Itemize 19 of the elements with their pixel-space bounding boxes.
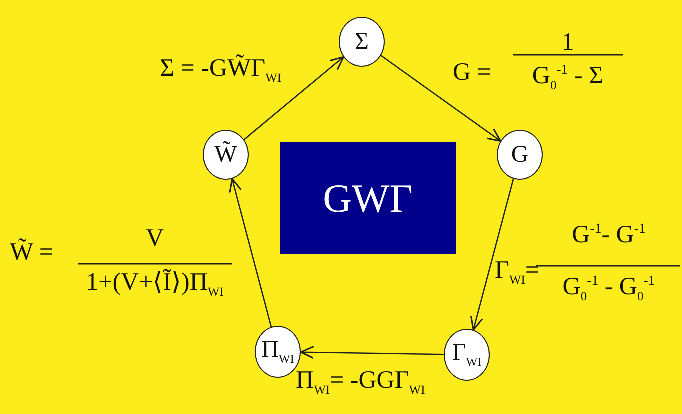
formula: G = (453, 60, 492, 85)
symbol-circle: W̃ (203, 130, 249, 180)
formula: Σ = -GW̃Γ$_{WI}$ (160, 56, 282, 84)
formula: 1 (562, 30, 574, 55)
formula: Γ$_{WI}$= (495, 258, 540, 286)
title-box: GWΓ (280, 142, 456, 254)
symbol-circle: G (497, 130, 543, 180)
formula: G$_{0}$$^{-1}$ - Σ (532, 63, 604, 92)
arrow (244, 56, 344, 140)
formula: G$^{-1}$- G$^{-1}$ (572, 222, 646, 248)
formula: 1+(V+⟨Ĩ⟩)Π$_{WI}$ (86, 270, 224, 298)
arrow (300, 346, 444, 360)
formula: V (146, 226, 164, 251)
arrow (229, 178, 272, 328)
symbol-circle: Σ (339, 17, 385, 67)
symbol-circle: Γ$_{WI}$ (444, 329, 490, 381)
arrow (380, 55, 502, 142)
formula: W̃ = (10, 240, 54, 265)
arrow (470, 178, 514, 331)
